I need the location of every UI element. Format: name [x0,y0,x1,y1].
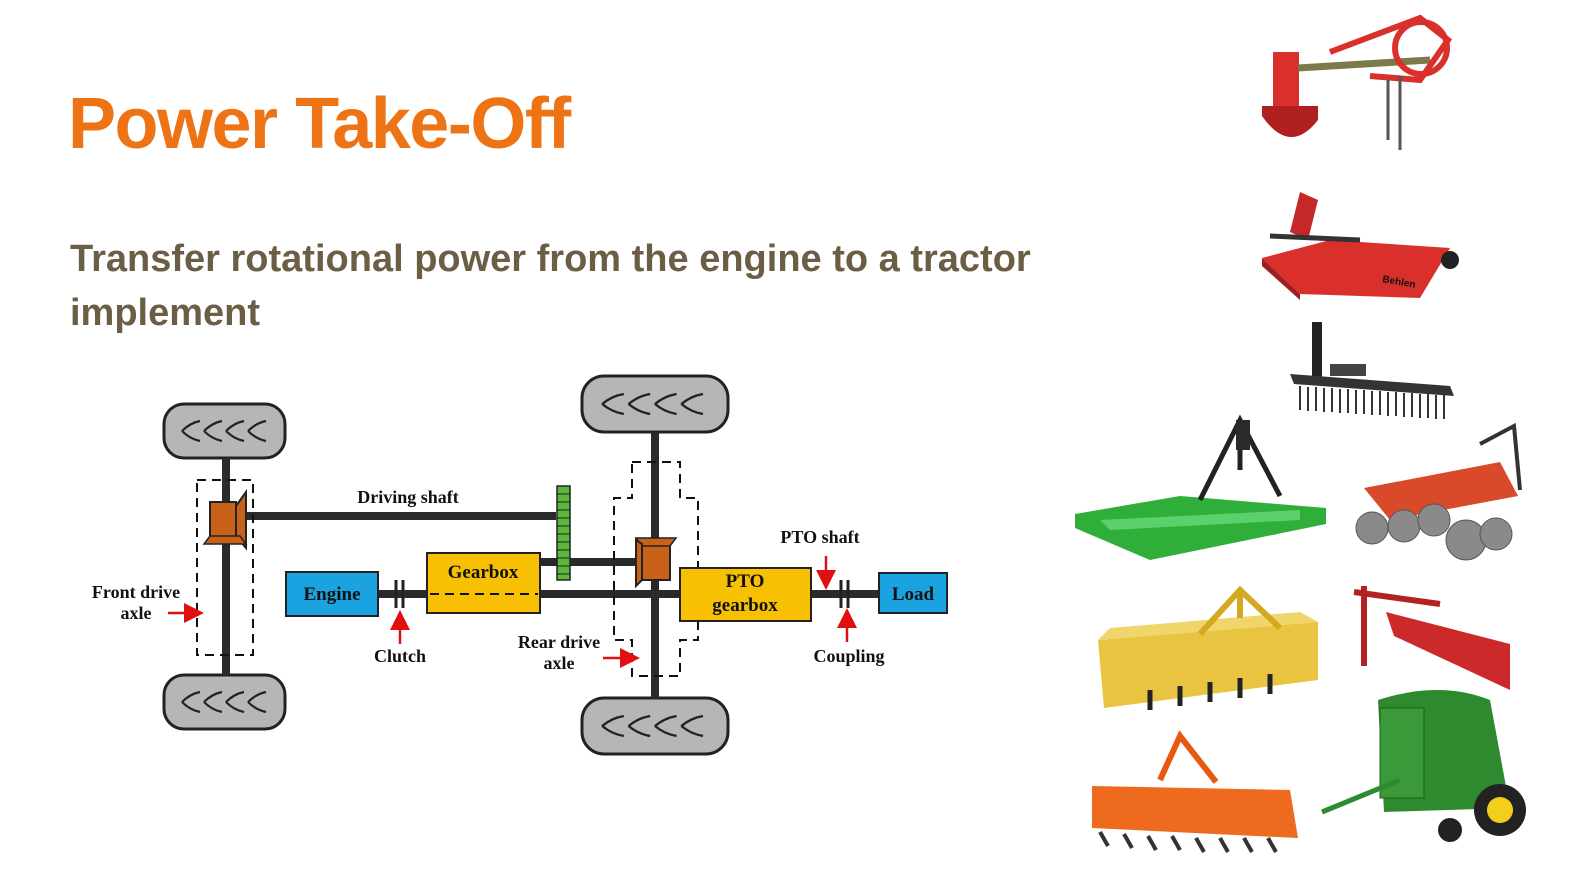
clutch-label: Clutch [374,646,426,666]
front-bevel-gear [202,488,248,551]
rear-drive-axle-label-line1: Rear drive [518,632,600,652]
implements-collage: Behlen [1075,14,1526,853]
pto-gearbox-label-line1: PTO [726,571,765,592]
round-baler-image [1321,690,1526,842]
front-drive-axle-label-line2: axle [121,603,152,623]
rotary-tiller-image [1092,730,1298,853]
front-left-tire [162,402,287,460]
front-axle-housing [196,479,254,656]
engine-box: Engine [285,571,379,617]
post-hole-digger-image [1262,14,1453,150]
rotary-cutter-image: Behlen [1262,192,1459,300]
box-blade-image [1098,585,1318,710]
front-drive-axle-label-line1: Front drive [92,582,180,602]
rear-bevel-gear [634,537,678,589]
engine-label: Engine [303,584,360,605]
rear-drive-axle-label-line2: axle [544,653,575,673]
slide-title: Power Take-Off [68,84,571,164]
coupling [839,580,850,608]
driving-shaft-label: Driving shaft [357,487,459,507]
rear-blade-image [1353,586,1510,690]
gearbox-box: Gearbox [426,552,541,614]
pto-drivetrain-diagram: Engine Gearbox PTO gearbox Load Driving … [92,374,948,756]
landscape-rake-image [1290,322,1454,419]
disc-harrow-image [1355,422,1522,561]
rear-left-tire [580,374,730,434]
load-label: Load [892,584,935,605]
spur-gear [556,485,571,581]
clutch [394,580,405,608]
coupling-label: Coupling [813,646,884,666]
pto-gearbox-label-line2: gearbox [712,595,778,616]
pto-gearbox-box: PTO gearbox [679,567,812,622]
rear-axle-housing [613,461,699,677]
load-box: Load [878,572,948,614]
slide-subtitle: Transfer rotational power from the engin… [70,238,1031,334]
rear-right-tire [580,696,730,756]
land-plane-image [1075,414,1326,560]
pto-shaft-label: PTO shaft [780,527,859,547]
gearbox-label: Gearbox [448,562,519,583]
front-right-tire [162,673,287,731]
